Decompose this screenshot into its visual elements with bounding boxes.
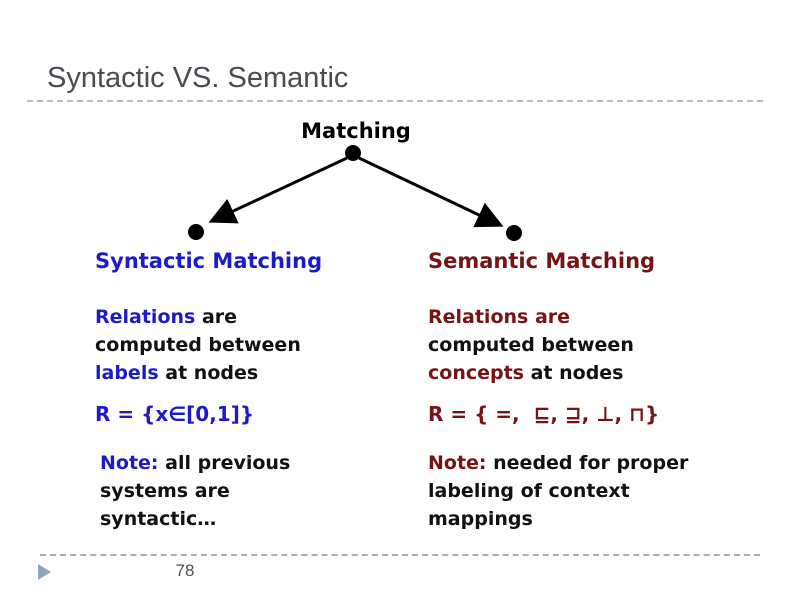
semantic-note: Note: needed for proper labeling of cont…	[428, 449, 748, 533]
body-text: at nodes	[523, 362, 624, 384]
body-line: Relations are	[95, 303, 415, 331]
note-line: Note: needed for proper	[428, 449, 748, 477]
syntactic-column-header: Syntactic Matching	[95, 249, 323, 273]
body-text: are	[195, 306, 238, 328]
semantic-column-header: Semantic Matching	[428, 249, 656, 273]
semantic-column-body: Relations are computed between concepts …	[428, 303, 748, 387]
body-line: computed between	[428, 334, 634, 356]
note-label: Note:	[100, 452, 159, 474]
note-line: labeling of context	[428, 480, 630, 502]
tree-root-label: Matching	[301, 119, 411, 143]
syntactic-formula: R = {x∈[0,1]}	[95, 402, 255, 426]
keyword-relations-are: Relations are	[428, 306, 571, 328]
semantic-formula: R = { =, ⊑, ⊒, ⊥, ⊓}	[428, 402, 660, 426]
body-text: at nodes	[158, 362, 259, 384]
body-line: computed between	[95, 334, 301, 356]
note-line: systems are	[100, 480, 230, 502]
note-text: all previous	[158, 452, 291, 474]
note-text: needed for proper	[486, 452, 689, 474]
tree-edge-right	[358, 156, 504, 228]
body-line: labels at nodes	[95, 359, 415, 387]
body-line: Relations are	[428, 303, 748, 331]
syntactic-note: Note: all previous systems are syntactic…	[95, 449, 420, 533]
tree-diagram	[188, 145, 522, 241]
body-line: concepts at nodes	[428, 359, 748, 387]
footer-divider	[40, 554, 760, 556]
keyword-labels: labels	[95, 362, 159, 384]
page-number: 78	[175, 561, 195, 580]
tree-right-bullet	[506, 225, 522, 241]
keyword-relations: Relations	[95, 306, 196, 328]
note-label: Note:	[428, 452, 487, 474]
keyword-concepts: concepts	[428, 362, 524, 384]
note-line: Note: all previous	[100, 449, 420, 477]
note-line: syntactic…	[100, 508, 217, 530]
note-line: mappings	[428, 508, 533, 530]
syntactic-column-body: Relations are computed between labels at…	[95, 303, 415, 387]
tree-edge-left	[208, 156, 348, 224]
page-title: Syntactic VS. Semantic	[47, 62, 349, 94]
tree-left-bullet	[188, 224, 204, 240]
play-triangle-icon	[38, 564, 51, 580]
title-divider	[27, 100, 763, 102]
tree-root-bullet	[345, 145, 361, 161]
